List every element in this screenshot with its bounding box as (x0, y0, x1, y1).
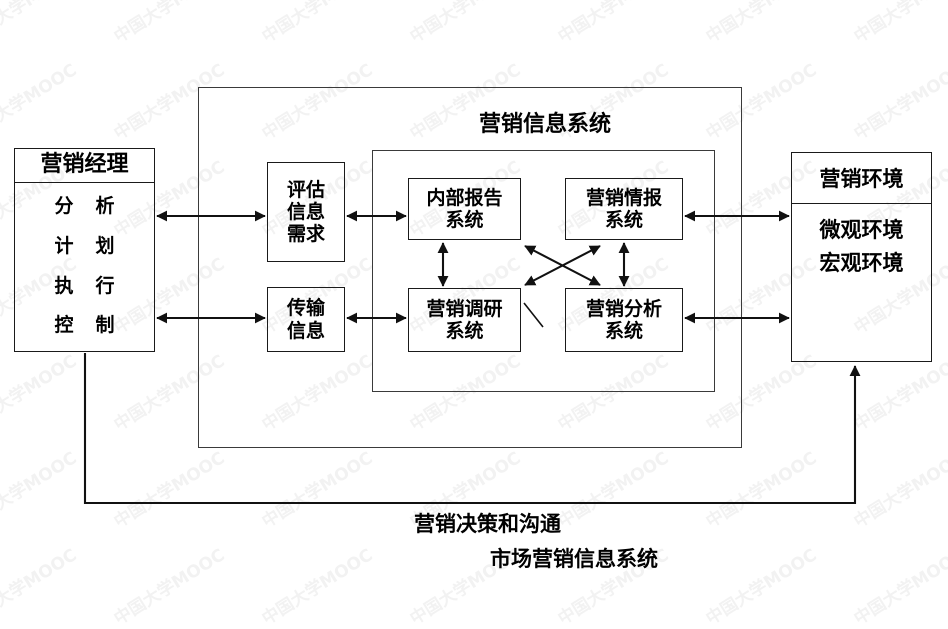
evaluate-information-needs-box: 评估 信息 需求 (267, 162, 345, 262)
manager-task-execution: 执 行 (15, 275, 154, 297)
manager-task-execution-char2: 行 (95, 274, 115, 297)
manager-task-planning: 计 划 (15, 235, 154, 257)
watermark-text: 中国大学MOOC (258, 545, 377, 629)
manager-task-control-char2: 制 (95, 314, 115, 337)
marketing-research-system-box: 营销调研 系统 (408, 288, 521, 352)
watermark-text: 中国大学MOOC (554, 0, 673, 48)
watermark-text: 中国大学MOOC (554, 448, 673, 533)
evaluate-line-3: 需求 (286, 223, 325, 246)
marketing-intelligence-line-1: 营销情报 (585, 186, 662, 209)
transmit-information-box: 传输 信息 (267, 287, 345, 352)
watermark-text: 中国大学MOOC (702, 448, 821, 533)
manager-task-execution-char1: 执 (54, 274, 74, 297)
marketing-analysis-line-1: 营销分析 (585, 297, 662, 320)
marketing-analysis-system-box: 营销分析 系统 (565, 288, 683, 352)
watermark-text: 中国大学MOOC (110, 0, 229, 48)
manager-task-control: 控 制 (15, 314, 154, 336)
watermark-text: 中国大学MOOC (258, 448, 377, 533)
watermark-text: 中国大学MOOC (0, 448, 81, 533)
evaluate-line-1: 评估 (286, 178, 325, 201)
manager-task-planning-char2: 划 (95, 234, 115, 257)
marketing-manager-title: 营销经理 (15, 149, 154, 183)
watermark-text: 中国大学MOOC (110, 448, 229, 533)
marketing-manager-box: 营销经理 分 析 计 划 执 行 控 制 (14, 148, 155, 352)
marketing-analysis-line-2: 系统 (604, 320, 643, 342)
environment-item-micro: 微观环境 (819, 218, 904, 243)
watermark-text: 中国大学MOOC (850, 545, 948, 629)
watermark-text: 中国大学MOOC (850, 0, 948, 48)
watermark-text: 中国大学MOOC (110, 545, 229, 629)
manager-task-analysis-char1: 分 (54, 195, 74, 218)
watermark-text: 中国大学MOOC (406, 0, 525, 48)
watermark-text: 中国大学MOOC (0, 351, 81, 436)
watermark-text: 中国大学MOOC (702, 545, 821, 629)
marketing-manager-task-list: 分 析 计 划 执 行 控 制 (15, 183, 154, 351)
manager-task-analysis-char2: 析 (95, 195, 115, 218)
marketing-research-line-1: 营销调研 (426, 297, 503, 320)
watermark-text: 中国大学MOOC (0, 545, 81, 629)
marketing-environment-list: 微观环境 宏观环境 (792, 204, 931, 279)
watermark-text: 中国大学MOOC (258, 0, 377, 48)
marketing-intelligence-system-box: 营销情报 系统 (565, 178, 683, 240)
manager-task-planning-char1: 计 (54, 234, 74, 257)
watermark-text: 中国大学MOOC (850, 448, 948, 533)
internal-report-line-1: 内部报告 (426, 186, 503, 209)
caption-marketing-decisions: 营销决策和沟通 (414, 512, 561, 536)
marketing-environment-title: 营销环境 (792, 153, 931, 205)
marketing-intelligence-line-2: 系统 (604, 209, 643, 231)
internal-report-system-box: 内部报告 系统 (408, 178, 521, 240)
marketing-environment-box: 营销环境 微观环境 宏观环境 (791, 152, 932, 362)
manager-task-analysis: 分 析 (15, 195, 154, 217)
transmit-line-1: 传输 (286, 297, 325, 320)
caption-mis-figure-title: 市场营销信息系统 (490, 547, 658, 571)
transmit-line-2: 信息 (286, 319, 325, 342)
evaluate-line-2: 信息 (286, 200, 325, 223)
watermark-text: 中国大学MOOC (850, 60, 948, 145)
internal-report-line-2: 系统 (445, 209, 484, 231)
marketing-research-line-2: 系统 (445, 320, 484, 342)
manager-task-control-char1: 控 (54, 314, 74, 337)
watermark-text: 中国大学MOOC (702, 0, 821, 48)
watermark-text: 中国大学MOOC (0, 0, 81, 48)
environment-item-macro: 宏观环境 (819, 250, 904, 275)
mis-title: 营销信息系统 (478, 112, 611, 137)
watermark-text: 中国大学MOOC (0, 60, 81, 145)
